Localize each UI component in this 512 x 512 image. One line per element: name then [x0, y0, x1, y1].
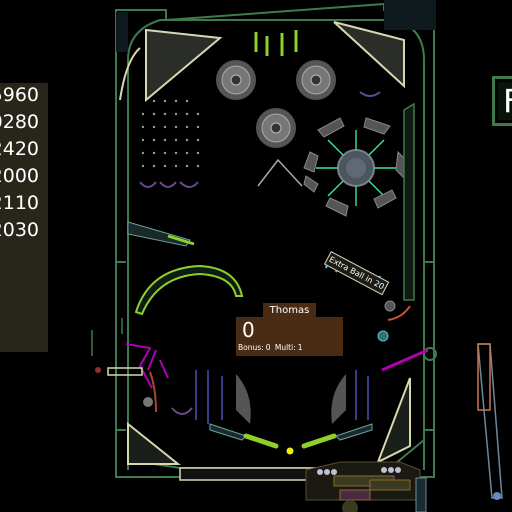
player-score-box: 0 Bonus:0 Multi:1: [236, 317, 343, 356]
corner-block: [384, 0, 436, 30]
right-slingshot: [331, 374, 346, 424]
grid-dot: [163, 125, 167, 129]
high-score-entry: 2030: [0, 219, 39, 241]
multi-value: 1: [297, 343, 303, 352]
grid-dot: [196, 164, 200, 168]
grid-dot: [141, 151, 145, 155]
left-slingshot: [236, 374, 251, 424]
plunger[interactable]: [477, 343, 491, 411]
grid-dot: [163, 138, 167, 142]
player-name-label: Thomas: [263, 303, 316, 318]
grid-dot: [141, 112, 145, 116]
multi-label: Multi:: [274, 343, 296, 352]
ball-trough: [305, 461, 427, 512]
right-orbit-tip: [387, 305, 411, 321]
right-post: [384, 300, 396, 312]
left-guide-rail: [119, 47, 141, 101]
grid-dot: [152, 99, 156, 103]
grid-dot: [152, 138, 156, 142]
left-orbit-tip: [149, 371, 157, 413]
center-deflector: [257, 158, 303, 187]
grid-dot: [174, 99, 178, 103]
player-score: 0: [242, 318, 255, 342]
grid-dot: [141, 125, 145, 129]
grid-dot: [174, 164, 178, 168]
grid-dot: [152, 151, 156, 155]
grid-dot: [196, 125, 200, 129]
top-left-slingshot: [145, 28, 223, 103]
grid-dot: [174, 112, 178, 116]
top-lane-targets: [254, 30, 298, 56]
bumper: [296, 60, 336, 100]
left-magenta-rails: [125, 343, 169, 389]
bumper: [256, 108, 296, 148]
grid-dot: [163, 99, 167, 103]
grid-dot: [174, 138, 178, 142]
grid-dot: [163, 151, 167, 155]
side-menu-button-label: F: [498, 82, 512, 120]
grid-dot: [174, 125, 178, 129]
top-right-slingshot: [333, 21, 405, 89]
grid-dot: [185, 164, 189, 168]
left-ramp: [134, 264, 244, 316]
left-upper-guide: [127, 221, 191, 247]
plunger-knob: [493, 492, 501, 500]
grid-dot: [185, 138, 189, 142]
grid-dot: [174, 151, 178, 155]
right-launch-lane: [403, 102, 415, 301]
right-flipper[interactable]: [301, 433, 337, 449]
high-score-entry: 2110: [0, 192, 39, 214]
spinner-wheel: [303, 117, 409, 217]
grid-dot: [196, 112, 200, 116]
bumper: [216, 60, 256, 100]
grid-dot: [196, 138, 200, 142]
left-upper-lane-light: [167, 234, 195, 246]
dot-grid: [141, 99, 200, 168]
high-score-entry: 2420: [0, 138, 39, 160]
left-post: [143, 397, 153, 407]
left-inlane: [209, 423, 247, 441]
right-inlane: [335, 423, 373, 441]
grid-dot: [196, 151, 200, 155]
right-outlane: [376, 377, 411, 465]
grid-dot: [185, 151, 189, 155]
lower-lane-guides: [195, 370, 369, 424]
grid-dot: [152, 164, 156, 168]
corner-block-left: [116, 12, 128, 52]
side-menu-button[interactable]: F: [492, 76, 512, 126]
grid-dot: [163, 164, 167, 168]
grid-dot: [185, 112, 189, 116]
grid-dot: [152, 112, 156, 116]
grid-dot: [152, 125, 156, 129]
right-kicker: [423, 347, 437, 361]
grid-dot: [185, 99, 189, 103]
right-magenta-rail: [381, 348, 429, 372]
small-arcs: [139, 91, 381, 415]
grid-dot: [141, 164, 145, 168]
bonus-value: 0: [265, 343, 271, 352]
left-small-guides: [91, 318, 123, 356]
high-score-entry: 5960: [0, 84, 39, 106]
left-outlane: [127, 421, 181, 465]
left-pin: [95, 367, 101, 373]
grid-dot: [163, 112, 167, 116]
bonus-multi-line: Bonus:0 Multi:1: [238, 343, 305, 353]
right-rollover: [377, 330, 389, 342]
left-ledge: [107, 367, 143, 376]
left-flipper[interactable]: [243, 433, 279, 449]
grid-dot: [185, 125, 189, 129]
grid-dot: [141, 138, 145, 142]
bonus-label: Bonus:: [238, 343, 264, 352]
pinball-ball: [286, 447, 294, 455]
